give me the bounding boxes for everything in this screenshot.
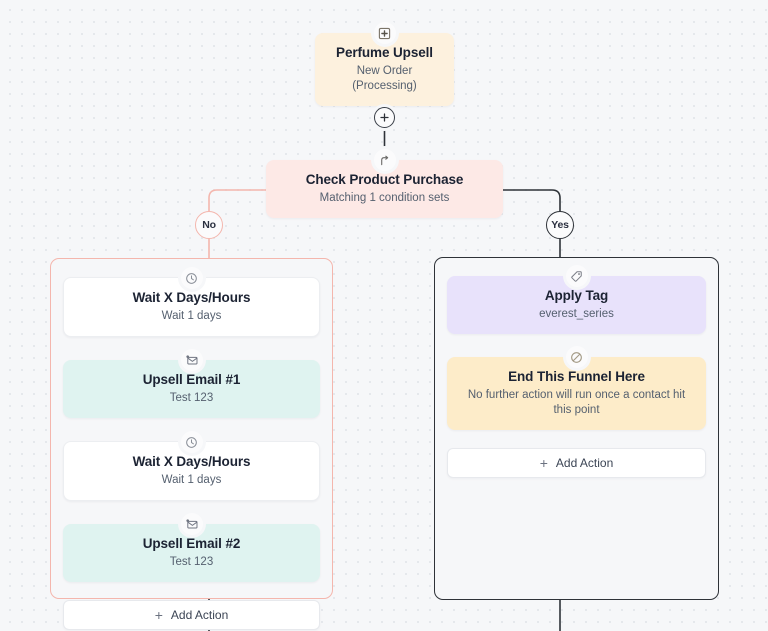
step-title: Wait X Days/Hours (132, 290, 251, 305)
trigger-title: Perfume Upsell (336, 45, 433, 60)
step-subtitle: No further action will run once a contac… (467, 389, 686, 416)
step-title: Wait X Days/Hours (132, 454, 251, 469)
step-card-email-2[interactable]: Upsell Email #2 Test 123 (63, 513, 320, 582)
add-action-button-yes[interactable]: + Add Action (447, 448, 706, 478)
step-card-wait-1[interactable]: Wait X Days/Hours Wait 1 days (63, 267, 320, 337)
branch-pill-no[interactable]: No (195, 211, 223, 239)
step-subtitle: Wait 1 days (161, 310, 222, 322)
no-entry-icon (565, 346, 588, 368)
step-subtitle: everest_series (539, 308, 614, 320)
branch-container-yes: Apply Tag everest_series End This Funnel… (434, 257, 719, 600)
wire-condition-to-no (208, 189, 266, 211)
condition-title: Check Product Purchase (305, 172, 464, 187)
tag-icon (565, 265, 588, 287)
step-card-end-funnel[interactable]: End This Funnel Here No further action w… (447, 346, 706, 430)
plus-icon: + (154, 607, 163, 623)
trigger-bolt-icon (373, 22, 396, 44)
step-subtitle: Wait 1 days (161, 474, 222, 486)
email-icon (180, 349, 203, 371)
add-action-label: Add Action (170, 608, 229, 622)
step-card-email-1[interactable]: Upsell Email #1 Test 123 (63, 349, 320, 418)
step-subtitle: Test 123 (169, 556, 214, 568)
step-title: Upsell Email #1 (142, 372, 241, 387)
trigger-subtitle: New Order (Processing) (352, 65, 417, 92)
step-title: End This Funnel Here (508, 369, 645, 384)
condition-node[interactable]: Check Product Purchase Matching 1 condit… (266, 149, 503, 218)
add-action-label: Add Action (555, 456, 614, 470)
branch-pill-no-label: No (202, 219, 216, 231)
branch-split-icon (373, 149, 396, 171)
branch-pill-yes-label: Yes (551, 219, 569, 231)
branch-container-no: Wait X Days/Hours Wait 1 days Upsell Ema… (50, 258, 333, 630)
step-title: Apply Tag (544, 288, 609, 303)
branch-pill-yes[interactable]: Yes (546, 211, 574, 239)
step-title: Upsell Email #2 (142, 536, 241, 551)
plus-icon (380, 113, 389, 122)
step-card-wait-2[interactable]: Wait X Days/Hours Wait 1 days (63, 431, 320, 501)
step-subtitle: Test 123 (169, 392, 214, 404)
trigger-node[interactable]: Perfume Upsell New Order (Processing) (315, 22, 454, 106)
plus-icon: + (539, 455, 548, 471)
add-action-button-no[interactable]: + Add Action (63, 600, 320, 630)
clock-icon (180, 431, 203, 453)
step-card-apply-tag[interactable]: Apply Tag everest_series (447, 265, 706, 334)
add-step-plus-button[interactable] (374, 107, 395, 128)
clock-icon (180, 267, 203, 289)
condition-subtitle: Matching 1 condition sets (319, 192, 450, 204)
email-icon (180, 513, 203, 535)
wire-condition-to-yes (503, 189, 561, 211)
